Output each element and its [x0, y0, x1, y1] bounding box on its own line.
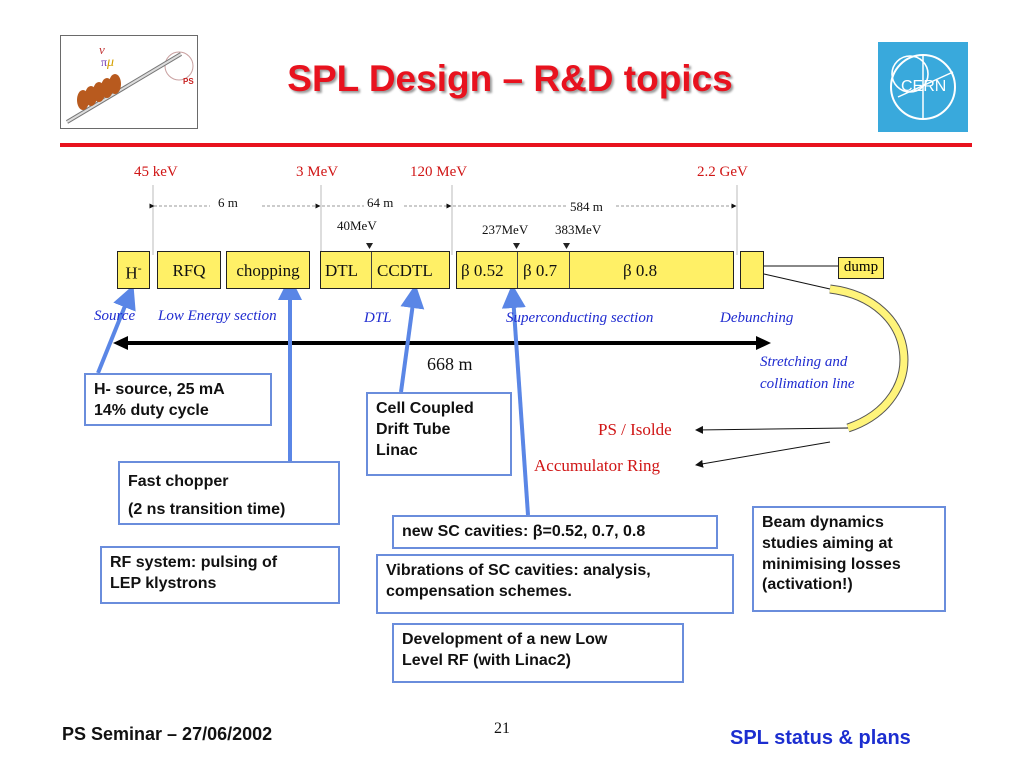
box-llrf-line1: Development of a new Low: [402, 631, 608, 648]
box-vib-line2: compensation schemes.: [386, 582, 572, 600]
box-hsource-line2: 14% duty cycle: [94, 401, 209, 419]
box-beam-line3: minimising losses: [762, 555, 901, 573]
line-to-stretching: [763, 273, 831, 290]
section-debunching: Debunching: [720, 310, 794, 326]
box-rf-line1: RF system: pulsing of: [110, 554, 278, 571]
box-vib-line1: Vibrations of SC cavities: analysis,: [386, 562, 651, 579]
energy-3mev: 3 MeV: [296, 164, 339, 180]
box-beam-line2: studies aiming at: [762, 534, 893, 552]
section-stretching-2: collimation line: [760, 376, 855, 392]
svg-text:CERN: CERN: [901, 78, 946, 95]
block-h-minus: H-: [117, 251, 150, 289]
total-length-arrow-right: [756, 336, 771, 350]
total-length-arrow-left: [113, 336, 128, 350]
stretching-curve: [829, 285, 908, 432]
box-rf-line2: LEP klystrons: [110, 574, 217, 592]
block-superconducting: β 0.52 β 0.7 β 0.8: [456, 251, 734, 289]
block-h-sup: -: [137, 261, 142, 275]
section-stretching-1: Stretching and: [760, 354, 848, 370]
section-superconducting: Superconducting section: [506, 310, 654, 326]
box-ccdtl: Cell Coupled Drift Tube Linac: [366, 392, 512, 476]
box-beam-dynamics: Beam dynamics studies aiming at minimisi…: [752, 506, 946, 612]
block-dtl-divider: [371, 252, 372, 288]
box-sc-cavities: new SC cavities: β=0.52, 0.7, 0.8: [392, 515, 718, 549]
block-dtl-label: DTL: [325, 261, 359, 280]
block-b07-label: β 0.7: [523, 261, 558, 280]
length-6m: 6 m: [218, 195, 238, 210]
block-dump-label: dump: [843, 259, 879, 275]
dest-ps-isolde: PS / Isolde: [598, 420, 672, 439]
block-sc-divider1: [517, 252, 518, 288]
marker-237mev-arrow: [513, 243, 520, 249]
box-chopper: Fast chopper (2 ns transition time): [118, 461, 340, 525]
cern-logo-graphic: CERN: [890, 54, 956, 120]
box-vibrations: Vibrations of SC cavities: analysis, com…: [376, 554, 734, 614]
svg-text:π: π: [101, 55, 107, 69]
block-b052-label: β 0.52: [461, 261, 504, 280]
block-ccdtl-label: CCDTL: [377, 261, 433, 280]
energy-45kev: 45 keV: [134, 164, 178, 180]
box-ccdtl-line1: Cell Coupled: [376, 400, 474, 417]
box-hsource-line1: H- source, 25 mA: [94, 381, 225, 398]
block-chopping: chopping: [226, 251, 310, 289]
block-h-label: H: [125, 263, 138, 283]
block-rfq-label: RFQ: [172, 261, 206, 280]
box-llrf: Development of a new Low Level RF (with …: [392, 623, 684, 683]
box-ccdtl-line3: Linac: [376, 441, 418, 459]
block-dump: dump: [838, 257, 884, 279]
arrow-ps-isolde: [695, 425, 849, 434]
callout-arrow-sc: [501, 284, 530, 516]
length-584m: 584 m: [570, 199, 603, 214]
energy-2gev: 2.2 GeV: [697, 164, 748, 180]
energy-120mev: 120 MeV: [410, 164, 468, 180]
section-source: Source: [94, 308, 136, 324]
box-beam-line1: Beam dynamics: [762, 514, 884, 531]
svg-text:PS: PS: [183, 77, 194, 86]
section-dtl: DTL: [364, 310, 392, 326]
page-number: 21: [494, 720, 510, 737]
box-chopper-line1: Fast chopper: [128, 473, 229, 490]
marker-237mev: 237MeV: [482, 222, 529, 237]
box-hsource: H- source, 25 mA 14% duty cycle: [84, 373, 272, 426]
section-low-energy: Low Energy section: [158, 308, 277, 324]
ps-logo-graphic: ν μ π PS: [65, 42, 194, 124]
callout-arrow-hsource: [96, 284, 136, 374]
svg-text:μ: μ: [106, 55, 114, 70]
ps-logo: ν μ π PS: [60, 35, 198, 129]
marker-40mev: 40MeV: [337, 218, 377, 233]
cern-logo: CERN: [878, 42, 968, 132]
svg-text:ν: ν: [99, 42, 105, 57]
dest-accumulator: Accumulator Ring: [534, 456, 661, 475]
marker-383mev: 383MeV: [555, 222, 602, 237]
block-rfq: RFQ: [157, 251, 221, 289]
block-chopping-label: chopping: [236, 261, 300, 280]
footer-status: SPL status & plans: [730, 727, 911, 749]
box-llrf-line2: Level RF (with Linac2): [402, 651, 571, 669]
arrow-accumulator: [695, 441, 831, 468]
box-rf-system: RF system: pulsing of LEP klystrons: [100, 546, 340, 604]
title-rule: [60, 143, 972, 147]
box-beam-line4: (activation!): [762, 576, 853, 594]
box-ccdtl-line2: Drift Tube: [376, 420, 451, 438]
callout-arrow-ccdtl: [399, 284, 425, 393]
footer-seminar: PS Seminar – 27/06/2002: [62, 724, 273, 744]
page-title: SPL Design – R&D topics: [287, 58, 733, 99]
block-sc-divider2: [569, 252, 570, 288]
box-sc-line1: new SC cavities: β=0.52, 0.7, 0.8: [402, 523, 646, 540]
marker-40mev-arrow: [366, 243, 373, 249]
marker-383mev-arrow: [563, 243, 570, 249]
total-length-label: 668 m: [427, 354, 473, 374]
block-b08-label: β 0.8: [623, 261, 658, 280]
box-chopper-line2: (2 ns transition time): [128, 501, 286, 518]
block-debunching: [740, 251, 764, 289]
block-dtl-ccdtl: DTL CCDTL: [320, 251, 450, 289]
length-64m: 64 m: [367, 195, 394, 210]
